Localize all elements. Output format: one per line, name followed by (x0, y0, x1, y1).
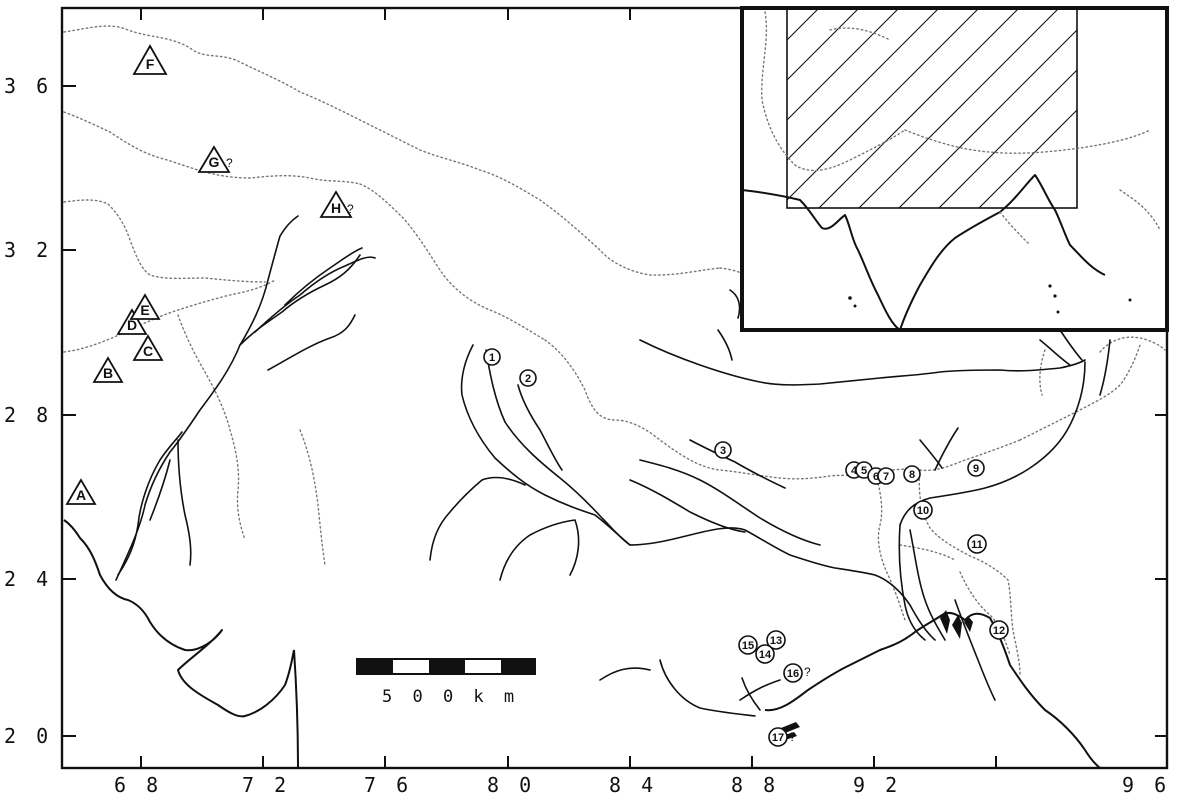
site-number-6: 6 (873, 471, 879, 483)
site-number-10: 10 (917, 505, 929, 517)
site-number-2: 2 (525, 373, 531, 385)
inset-study-area-hatching (787, 8, 1077, 208)
inset-frame (740, 6, 1169, 332)
site-number-5: 5 (861, 465, 867, 477)
site-triangle-d: D (116, 308, 148, 335)
site-number-15: 15 (742, 640, 754, 652)
inset-study-area (786, 7, 1078, 209)
west-coastline (63, 519, 295, 718)
x-tick-label: 7 2 (242, 773, 290, 796)
site-triangle-b: B (92, 356, 124, 383)
x-tick-label: 7 6 (364, 773, 412, 796)
x-tick-label: 8 0 (487, 773, 535, 796)
coast-south-tip (293, 649, 299, 769)
site-triangle-h: H ? (319, 190, 354, 218)
site-label-a: A (76, 487, 86, 503)
scale-bar-label: 5 0 0 k m (382, 687, 519, 707)
site-label-f: F (146, 56, 155, 72)
site-circle-15: 15 (738, 635, 758, 655)
site-number-3: 3 (720, 445, 726, 457)
site-number-1: 1 (489, 352, 495, 364)
y-tick-label: 2 8 (4, 403, 52, 427)
site-triangle-g: G ? (197, 145, 233, 173)
x-tick-label: 9 2 (853, 773, 901, 796)
site-circle-2: 2 (519, 369, 537, 387)
site-number-14: 14 (759, 649, 772, 661)
site-circle-12: 12 (989, 620, 1009, 640)
axis-ticks (62, 8, 1167, 768)
site-label-b: B (103, 365, 113, 381)
x-tick-label: 8 4 (609, 773, 657, 796)
y-tick-label: 2 4 (4, 567, 52, 591)
site-triangle-e: E (129, 293, 161, 320)
site-label-e: E (140, 302, 149, 318)
site-number-12: 12 (993, 625, 1005, 637)
site-number-7: 7 (883, 471, 889, 483)
y-tick-label: 3 2 (4, 238, 52, 262)
site-query-g: ? (226, 156, 233, 170)
site-triangle-f: F (132, 44, 168, 75)
scale-bar: 5 0 0 k m (356, 658, 536, 707)
numbered-sites: 1 2 3 4 5 6 7 8 9 10 11 12 13 14 15 16? … (483, 348, 1009, 747)
site-triangle-a: A (65, 478, 97, 505)
site-query-16: ? (804, 665, 811, 679)
site-circle-1: 1 (483, 348, 501, 366)
site-circle-16: 16? (783, 663, 811, 683)
coast-bengal-east (941, 611, 1101, 769)
site-circle-14: 14 (755, 644, 775, 664)
site-circle-17: 17? (768, 727, 796, 747)
site-circle-11: 11 (967, 534, 987, 554)
site-number-16: 16 (787, 668, 799, 680)
site-number-13: 13 (770, 635, 782, 647)
site-label-g: G (209, 154, 220, 170)
site-circle-10: 10 (913, 500, 933, 520)
site-circle-9: 9 (967, 459, 985, 477)
inset-map (740, 6, 1169, 332)
site-number-8: 8 (909, 469, 915, 481)
site-label-d: D (127, 317, 137, 333)
site-number-4: 4 (851, 465, 858, 477)
site-number-11: 11 (971, 539, 983, 551)
site-circle-3: 3 (714, 441, 732, 459)
y-tick-label: 2 0 (4, 724, 52, 748)
site-number-17: 17 (772, 732, 784, 744)
rivers (115, 215, 1111, 717)
site-label-c: C (143, 343, 153, 359)
x-tick-label: 6 8 (114, 773, 162, 796)
y-tick-label: 3 6 (4, 74, 52, 98)
site-query-h: ? (347, 202, 354, 216)
site-query-17: ? (789, 730, 796, 744)
site-circle-13: 13 (766, 630, 786, 650)
triangle-sites: A B C D E F G ? H ? (65, 44, 354, 505)
site-circle-8: 8 (903, 465, 921, 483)
site-circle-7: 7 (877, 467, 895, 485)
site-number-9: 9 (973, 463, 979, 475)
x-tick-label: 9 6 (1122, 773, 1170, 796)
map-frame (60, 6, 1169, 770)
site-label-h: H (331, 200, 341, 216)
x-tick-label: 8 8 (731, 773, 779, 796)
site-triangle-c: C (132, 334, 164, 361)
east-coastline (764, 614, 943, 712)
